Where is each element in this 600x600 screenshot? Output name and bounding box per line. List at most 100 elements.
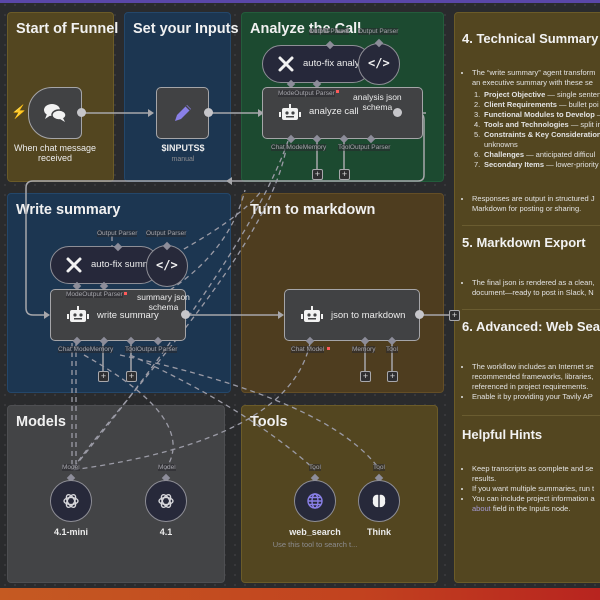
list-item-text: unknowns bbox=[484, 140, 518, 149]
add-memory-button[interactable]: + bbox=[360, 371, 371, 382]
openai-icon bbox=[63, 494, 79, 508]
list-item: 2.Client Requirements — bullet poi bbox=[472, 100, 600, 110]
wire-analyze-to-write bbox=[25, 112, 426, 316]
node-subtitle: manual bbox=[171, 156, 195, 163]
list-item-text: — anticipated difficul bbox=[524, 150, 596, 159]
section-heading: 5. Markdown Export bbox=[462, 235, 586, 250]
section-body: The workflow includes an Internet sereco… bbox=[462, 362, 600, 402]
wire-chat-model-markdown bbox=[71, 342, 311, 471]
port-label: ToolOutput Parser bbox=[338, 144, 391, 151]
section-body: Keep transcripts as complete and seresul… bbox=[462, 464, 600, 514]
list-item-title: Secondary Items bbox=[484, 160, 545, 169]
sticky-models[interactable]: Models bbox=[7, 405, 225, 583]
code-icon: </> bbox=[368, 56, 390, 70]
robot-icon bbox=[279, 104, 301, 120]
chat-bubbles-icon bbox=[44, 104, 67, 122]
code-icon: </> bbox=[156, 258, 178, 272]
divider bbox=[462, 225, 600, 226]
lightning-bolt-icon: ⚡ bbox=[11, 104, 28, 119]
bottom-banner bbox=[0, 588, 600, 600]
node-label: Think bbox=[367, 527, 391, 537]
brain-icon bbox=[372, 494, 386, 508]
about-field-link[interactable]: about bbox=[472, 504, 491, 513]
port-label: Output Parser bbox=[97, 230, 138, 237]
top-accent-bar bbox=[0, 0, 600, 3]
port-label: Tool bbox=[373, 464, 385, 471]
node-subtitle: Use this tool to search t... bbox=[272, 540, 358, 549]
output-handle[interactable] bbox=[415, 310, 424, 319]
section-body: Responses are output in structured JMark… bbox=[462, 194, 600, 214]
section-heading: 6. Advanced: Web Searc bbox=[462, 319, 600, 334]
list-item: 7.Secondary Items — lower-priority bbox=[472, 160, 600, 170]
list-item: 6.Challenges — anticipated difficul bbox=[472, 150, 600, 160]
port-label: Output Parser bbox=[309, 28, 350, 35]
output-handle[interactable] bbox=[393, 108, 402, 117]
list-item-title: Client Requirements bbox=[484, 100, 557, 109]
chat-trigger-node[interactable] bbox=[28, 87, 82, 139]
think-tool-node[interactable] bbox=[358, 480, 400, 522]
port-label: Chat ModeMemory bbox=[271, 144, 327, 151]
add-next-node-button[interactable]: + bbox=[449, 310, 460, 321]
autofix-analysis-node[interactable]: auto-fix analy bbox=[262, 45, 372, 83]
openai-icon bbox=[158, 494, 174, 508]
inputs-node[interactable] bbox=[156, 87, 209, 139]
list-number: 2. bbox=[474, 100, 481, 109]
model-4-1-mini-node[interactable] bbox=[50, 480, 92, 522]
add-tool-button[interactable]: + bbox=[126, 371, 137, 382]
list-item-text: — split in bbox=[568, 120, 600, 129]
divider bbox=[462, 415, 600, 416]
section-body: The final json is rendered as a clean,do… bbox=[462, 278, 600, 298]
port-label: Chat Model bbox=[291, 346, 325, 353]
sticky-title: Turn to markdown bbox=[250, 202, 376, 218]
output-handle[interactable] bbox=[181, 310, 190, 319]
port-label: Tool bbox=[309, 464, 321, 471]
port-label: Memory bbox=[352, 346, 376, 353]
list-item-title: Project Objective bbox=[484, 90, 546, 99]
required-dot bbox=[336, 90, 339, 93]
wire-chat-model-analyze bbox=[71, 140, 289, 471]
add-tool-button[interactable]: + bbox=[339, 169, 350, 180]
model-4-1-node[interactable] bbox=[145, 480, 187, 522]
list-item: 5.Constraints & Key Considerations bbox=[472, 130, 600, 140]
list-number: 4. bbox=[474, 120, 481, 129]
sticky-documentation[interactable] bbox=[454, 12, 600, 583]
port-label: ModeOutput Parser bbox=[66, 291, 123, 298]
node-label: $INPUTS$ bbox=[161, 143, 205, 153]
analysis-schema-node[interactable]: </> bbox=[358, 43, 400, 85]
node-label: analyze call bbox=[309, 106, 359, 117]
node-label: write summary bbox=[97, 310, 159, 321]
add-memory-button[interactable]: + bbox=[98, 371, 109, 382]
required-dot bbox=[124, 292, 127, 295]
output-handle[interactable] bbox=[204, 108, 213, 117]
add-memory-button[interactable]: + bbox=[312, 169, 323, 180]
json-to-markdown-node[interactable]: json to markdown bbox=[284, 289, 420, 341]
web-search-tool-node[interactable] bbox=[294, 480, 336, 522]
sticky-title: Models bbox=[16, 414, 66, 430]
wire-tool-web-search bbox=[129, 354, 316, 471]
list-number: 5. bbox=[474, 130, 481, 139]
divider bbox=[462, 309, 600, 310]
port-label: Output Parser bbox=[358, 28, 399, 35]
summary-schema-node[interactable]: </> bbox=[146, 245, 188, 287]
port-label: Model bbox=[158, 464, 176, 471]
robot-icon bbox=[301, 306, 323, 322]
node-label: auto-fix analy bbox=[303, 58, 360, 69]
list-item-title: Constraints & Key Considerations bbox=[484, 130, 600, 139]
list-item-text: — lower-priority bbox=[544, 160, 599, 169]
sticky-tools[interactable]: Tools bbox=[241, 405, 438, 583]
add-tool-button[interactable]: + bbox=[387, 371, 398, 382]
tools-icon bbox=[66, 257, 82, 273]
list-item-title: Challenges bbox=[484, 150, 525, 159]
port-label: Output Parser bbox=[146, 230, 187, 237]
pencil-icon bbox=[175, 105, 191, 121]
autofix-summary-node[interactable]: auto-fix summ bbox=[50, 246, 160, 284]
required-dot bbox=[327, 347, 330, 350]
output-handle[interactable] bbox=[77, 108, 86, 117]
node-label: web_search bbox=[289, 527, 341, 537]
tools-icon bbox=[278, 56, 294, 72]
